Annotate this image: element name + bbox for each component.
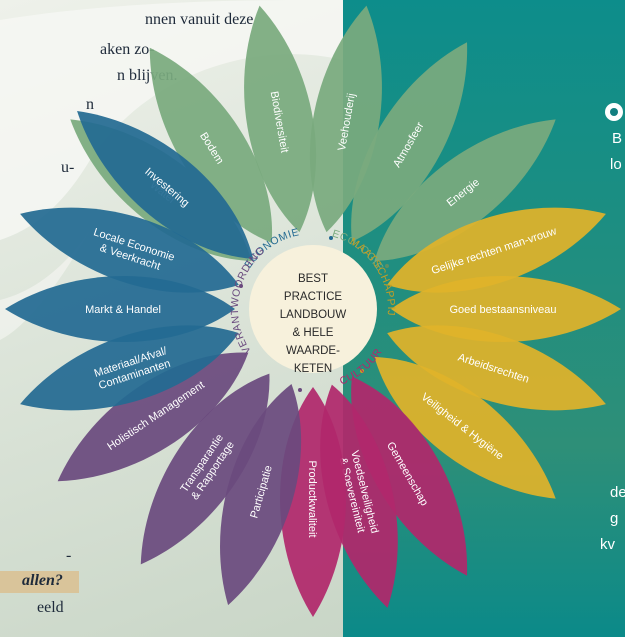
petal-shape-materiaal [20, 325, 239, 411]
petal-bestaansniveau: Goed bestaansniveau [391, 276, 621, 342]
petal-materiaal: Materiaal/Afval/Contaminanten [20, 325, 239, 411]
center-line-2: PRACTICE [284, 291, 342, 303]
left-text-line-7: allen? [22, 572, 63, 589]
petal-transparantie: Transparantie& Rapportage [140, 373, 270, 565]
petal-label-bestaansniveau: Goed bestaansniveau [449, 304, 556, 316]
petal-biodiversiteit: Biodiversiteit [244, 5, 317, 233]
center-line-6: KETEN [294, 363, 332, 375]
petal-label-line: Markt & Handel [85, 304, 161, 316]
petal-markt: Markt & Handel [5, 276, 235, 342]
center-line-4: & HELE [293, 327, 334, 339]
petal-participatie: Participatie [220, 383, 302, 606]
petal-locale-economie: Locale Economie& Veerkracht [20, 207, 239, 293]
right-text-line-2: lo [610, 156, 622, 173]
petal-shape-participatie [220, 383, 302, 606]
left-text-line-4: n [86, 96, 94, 113]
petal-label-markt: Markt & Handel [85, 304, 161, 316]
center-line-3: LANDBOUW [280, 309, 347, 321]
petals-layer: WaterBodemBiodiversiteitVeehouderijAtmos… [5, 5, 621, 617]
petal-shape-markt [5, 276, 235, 342]
right-text-line-5: kv [600, 536, 615, 553]
petal-shape-bestaansniveau [391, 276, 621, 342]
ring-dot [329, 236, 333, 240]
petal-gelijke-rechten: Gelijke rechten man-vrouw [387, 207, 606, 293]
petal-investering: Investering [77, 111, 254, 259]
ring-dot [239, 284, 243, 288]
left-text-line-8: eeld [37, 599, 64, 616]
petal-energie: Energie [374, 119, 556, 261]
petal-shape-biodiversiteit [244, 5, 317, 233]
petal-shape-energie [374, 119, 556, 261]
left-text-line-1: nnen vanuit deze [145, 11, 254, 28]
right-text-line-4: g [610, 510, 619, 527]
petal-arbeidsrechten: Arbeidsrechten [387, 325, 606, 411]
ring-dot [360, 369, 364, 373]
center-line-1: BEST [298, 273, 328, 285]
petal-shape-locale-economie [20, 207, 239, 293]
petal-atmosfeer: Atmosfeer [351, 42, 468, 242]
center-layer: BEST PRACTICE LANDBOUW & HELE WAARDE- KE… [249, 245, 377, 375]
petal-bodem: Bodem [149, 47, 273, 243]
left-text-line-5: u- [61, 159, 75, 176]
petal-label-line: Productkwaliteit [306, 460, 318, 537]
petal-shape-gemeenschap [351, 376, 468, 576]
petal-shape-arbeidsrechten [387, 325, 606, 411]
petal-shape-atmosfeer [351, 42, 468, 242]
center-disc [249, 245, 377, 373]
highlight-background [0, 571, 79, 593]
center-line-5: WAARDE- [286, 345, 340, 357]
left-text-line-6: - [66, 547, 72, 564]
petal-shape-holistisch [57, 352, 249, 482]
petal-label-productkwaliteit: Productkwaliteit [306, 460, 318, 537]
petal-shape-bodem [149, 47, 273, 243]
ring-dot [385, 264, 389, 268]
right-text-line-1: B [612, 130, 623, 147]
petal-shape-gelijke-rechten [387, 207, 606, 293]
left-text-line-2: aken zo- [100, 41, 155, 58]
petal-shape-investering [77, 111, 254, 259]
petal-shape-transparantie [140, 373, 270, 565]
petal-shape-veiligheid [374, 357, 556, 499]
ring-dot [298, 388, 302, 392]
right-text-line-3: de [610, 484, 625, 501]
petal-label-line: Goed bestaansniveau [449, 304, 556, 316]
petal-shape-voedselveiligheid [320, 384, 398, 608]
